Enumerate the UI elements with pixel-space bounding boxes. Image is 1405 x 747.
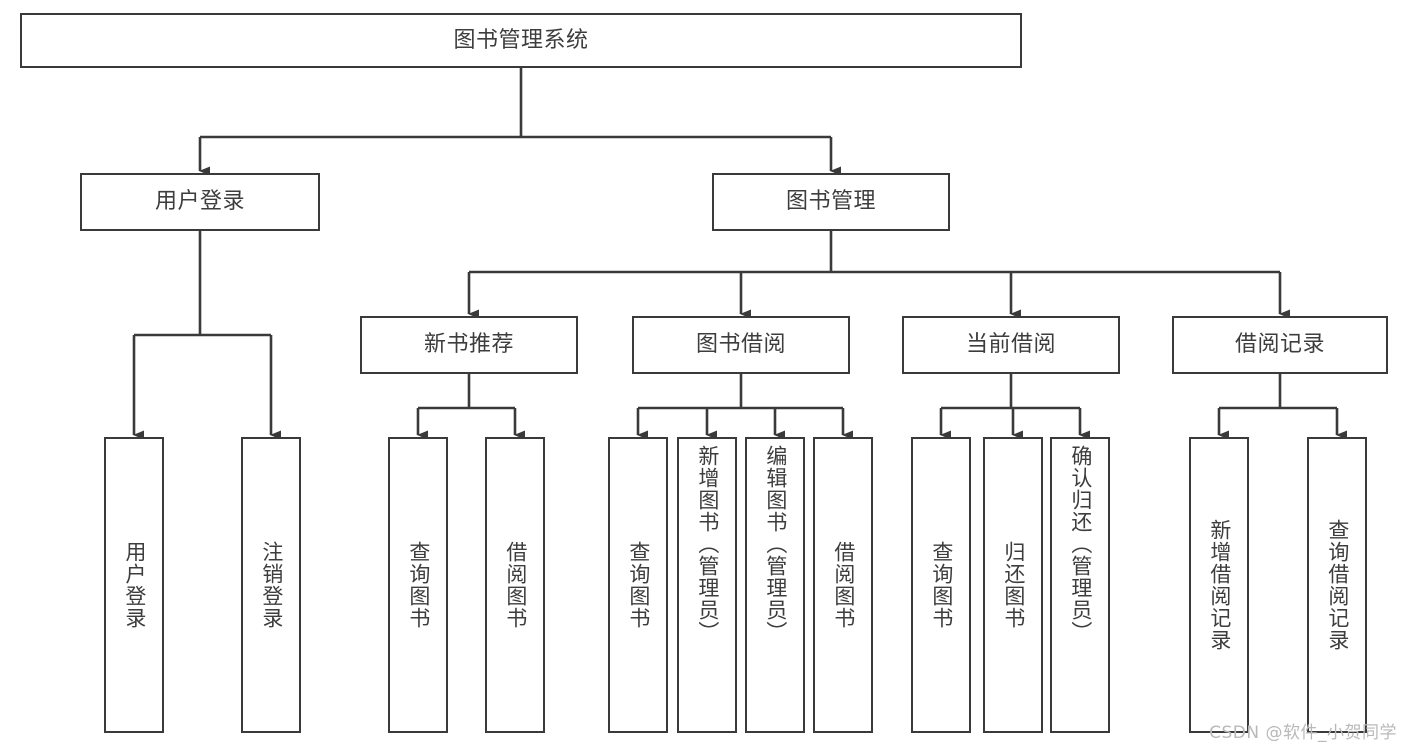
node-new-book-recommend[interactable]: 新书推荐: [360, 316, 578, 374]
node-leaf-add-book-admin[interactable]: 新增图书（管理员）: [677, 437, 737, 733]
node-user-login[interactable]: 用户登录: [80, 173, 320, 231]
node-label: 借阅图书: [503, 541, 528, 629]
node-label: 归还图书: [1001, 541, 1026, 629]
node-label: 注销登录: [259, 541, 284, 629]
node-borrow-record[interactable]: 借阅记录: [1172, 316, 1388, 374]
node-leaf-logout[interactable]: 注销登录: [241, 437, 301, 733]
node-label: 图书管理: [785, 189, 876, 215]
node-leaf-edit-book-admin[interactable]: 编辑图书（管理员）: [745, 437, 805, 733]
node-book-manage[interactable]: 图书管理: [712, 173, 950, 231]
node-leaf-borrow-book-2[interactable]: 借阅图书: [813, 437, 873, 733]
node-label: 查询图书: [406, 541, 431, 629]
node-current-borrow[interactable]: 当前借阅: [902, 316, 1120, 374]
node-label: 查询图书: [626, 541, 651, 629]
node-label: 图书管理系统: [453, 27, 589, 53]
node-label: 新增借阅记录: [1207, 519, 1232, 651]
node-label: 借阅图书: [831, 541, 856, 629]
node-leaf-confirm-return[interactable]: 确认归还（管理员）: [1050, 437, 1110, 733]
node-leaf-user-login[interactable]: 用户登录: [104, 437, 164, 733]
node-book-borrow[interactable]: 图书借阅: [632, 316, 850, 374]
node-root-book-management-system[interactable]: 图书管理系统: [20, 13, 1022, 68]
node-leaf-add-borrow-record[interactable]: 新增借阅记录: [1189, 437, 1249, 733]
node-leaf-query-book-2[interactable]: 查询图书: [608, 437, 668, 733]
node-label: 图书借阅: [695, 332, 786, 358]
node-leaf-query-borrow-record[interactable]: 查询借阅记录: [1307, 437, 1367, 733]
node-label: 当前借阅: [965, 332, 1056, 358]
node-label: 新增图书（管理员）: [695, 445, 720, 643]
node-leaf-return-book[interactable]: 归还图书: [983, 437, 1043, 733]
node-label: 确认归还（管理员）: [1068, 445, 1093, 643]
node-label: 用户登录: [122, 541, 147, 629]
csdn-watermark: CSDN @软件_小贺同学: [1209, 723, 1397, 743]
node-leaf-query-book-1[interactable]: 查询图书: [388, 437, 448, 733]
node-leaf-borrow-book-1[interactable]: 借阅图书: [485, 437, 545, 733]
node-label: 用户登录: [154, 189, 245, 215]
node-label: 借阅记录: [1234, 332, 1325, 358]
node-label: 查询借阅记录: [1325, 519, 1350, 651]
node-label: 查询图书: [929, 541, 954, 629]
node-label: 新书推荐: [423, 332, 514, 358]
node-label: 编辑图书（管理员）: [763, 445, 788, 643]
node-leaf-query-book-3[interactable]: 查询图书: [911, 437, 971, 733]
